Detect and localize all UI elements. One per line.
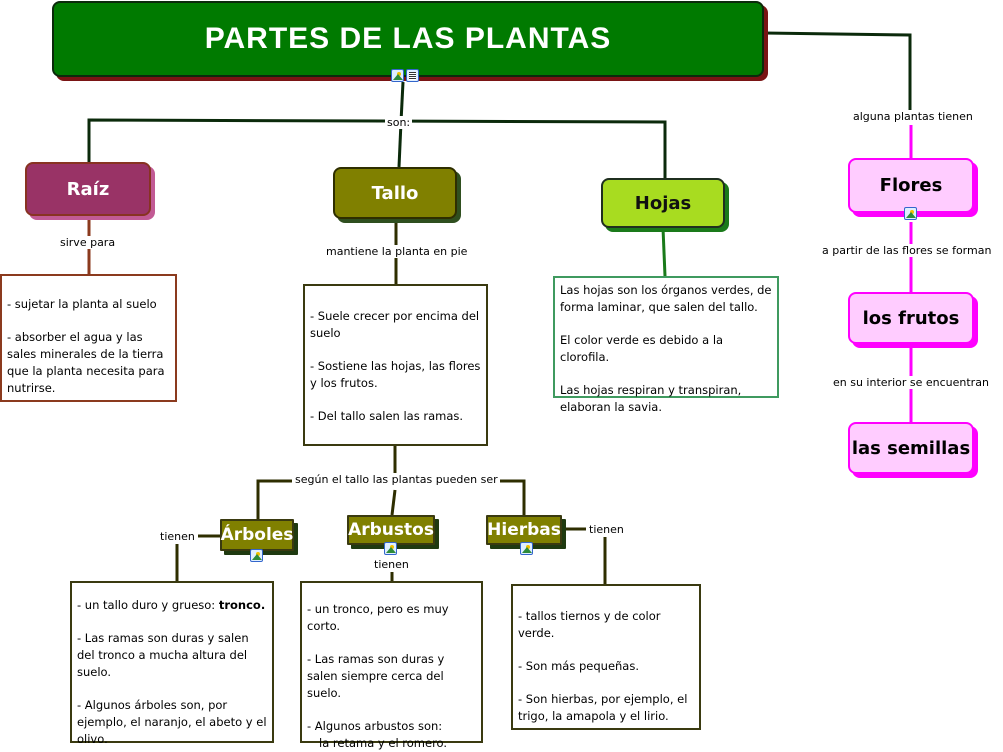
hojas-text-2: El color verde es debido a la clorofila. [560,333,724,364]
link-label-en-su-interior: en su interior se encuentran [831,376,991,389]
raiz-text-2: - absorber el agua y las sales minerales… [7,330,165,395]
link-label-tienen-arbustos: tienen [372,558,411,571]
arbustos-text-3a: - Algunos arbustos son: [307,719,443,733]
connector-title-flores [763,31,912,110]
concept-semillas[interactable]: las semillas [848,422,974,474]
concept-hojas[interactable]: Hojas [601,178,725,228]
image-attachment-icon[interactable] [520,542,533,555]
connector-son-tallo [397,121,403,168]
hojas-text-3: Las hojas respiran y transpiran, elabora… [560,383,742,414]
main-concept-title[interactable]: PARTES DE LAS PLANTAS [52,1,764,77]
image-attachment-icon[interactable] [384,542,397,555]
link-label-sirve-para: sirve para [58,236,118,249]
link-label-a-partir: a partir de las flores se forman [820,244,994,257]
link-label-tienen-arboles: tienen [158,530,197,543]
info-box-arboles[interactable]: - un tallo duro y grueso: tronco. - Las … [70,581,274,746]
info-box-arbustos[interactable]: - un tronco, pero es muy corto. - Las ra… [300,581,483,750]
info-box-hierbas[interactable]: - tallos tiernos y de color verde. - Son… [511,584,701,730]
concept-tallo[interactable]: Tallo [333,167,457,219]
arbustos-text-1: - un tronco, pero es muy corto. [307,602,449,633]
link-label-tienen-hierbas: tienen [587,523,626,536]
tallo-text-2: - Sostiene las hojas, las flores y los f… [310,359,481,390]
concept-arboles[interactable]: Árboles [220,519,294,551]
arboles-text-3: - Algunos árboles son, por ejemplo, el n… [77,698,267,746]
arbustos-text-2: - Las ramas son duras y salen siempre ce… [307,652,445,700]
concept-arbustos[interactable]: Arbustos [347,515,435,545]
tallo-text-1: - Suele crecer por encima del suelo [310,309,480,340]
image-attachment-icon[interactable] [391,69,404,82]
connector-segun-arbustos [390,489,397,516]
concept-flores[interactable]: Flores [848,158,974,213]
arboles-text-1-prefix: - un tallo duro y grueso: [77,598,219,612]
arboles-text-1: - un tallo duro y grueso: tronco. [77,597,267,614]
arboles-text-2: - Las ramas son duras y salen del tronco… [77,631,249,679]
link-label-alguna: alguna plantas tienen [851,110,975,123]
concept-frutos[interactable]: los frutos [848,292,974,344]
tallo-text-3: - Del tallo salen las ramas. [310,409,464,423]
info-box-raiz[interactable]: - sujetar la planta al suelo - absorber … [0,274,177,402]
arboles-text-1-bold: tronco. [218,598,266,612]
link-label-mantiene: mantiene la planta en pie [324,245,470,258]
raiz-text-1: - sujetar la planta al suelo [7,297,157,311]
arbustos-text-3b: la retama y el romero. [319,736,448,750]
hierbas-text-2: - Son más pequeñas. [518,659,640,673]
concept-raiz[interactable]: Raíz [25,162,151,216]
connector-title-son [399,81,405,123]
connector-segun-hierbas [498,479,526,515]
hierbas-text-1: - tallos tiernos y de color verde. [518,609,661,640]
info-box-tallo[interactable]: - Suele crecer por encima del suelo - So… [303,284,488,446]
connector-hojas-box [661,227,667,277]
arbustos-text-3: - Algunos arbustos son: la retama y el ro… [307,718,476,752]
info-box-hojas[interactable]: Las hojas son los órganos verdes, de for… [553,276,779,414]
connector-segun-arboles [256,479,292,519]
hojas-text-1: Las hojas son los órganos verdes, de for… [560,283,772,314]
image-attachment-icon[interactable] [250,549,263,562]
image-attachment-icon[interactable] [904,207,917,220]
link-label-segun: según el tallo las plantas pueden ser [293,473,500,486]
connector-son-bar [87,118,667,178]
document-attachment-icon[interactable] [406,69,419,82]
hierbas-text-3: - Son hierbas, por ejemplo, el trigo, la… [518,692,688,723]
link-label-son: son: [385,116,413,129]
concept-hierbas[interactable]: Hierbas [486,515,562,545]
